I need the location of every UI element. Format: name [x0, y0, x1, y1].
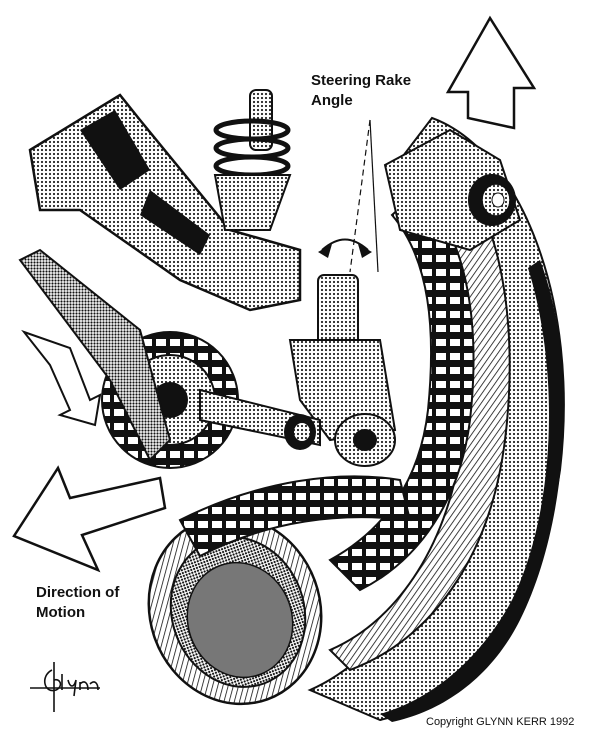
ring-gear — [328, 188, 475, 592]
steering-rake-label-line1: Steering Rake — [311, 72, 412, 89]
rake-rotate-arrow — [321, 238, 369, 251]
rake-line-a — [349, 119, 371, 273]
direction-arrow — [12, 465, 167, 573]
steering-column — [317, 274, 359, 346]
up-arrow — [445, 15, 537, 130]
direction-label-line2: Motion — [36, 604, 86, 621]
lower-rim-band — [178, 475, 412, 558]
tyre-black-band — [380, 260, 564, 722]
drive-belt — [18, 248, 172, 462]
copyright-notice: Copyright GLYNN KERR 1992 — [426, 716, 575, 728]
direction-label-line1: Direction of — [36, 584, 120, 601]
rear-arrow — [21, 329, 102, 427]
steering-rake-label-line2: Angle — [311, 92, 353, 109]
rake-line-b — [369, 119, 379, 273]
tyre-section-core — [186, 561, 294, 679]
artist-signature — [30, 662, 100, 712]
